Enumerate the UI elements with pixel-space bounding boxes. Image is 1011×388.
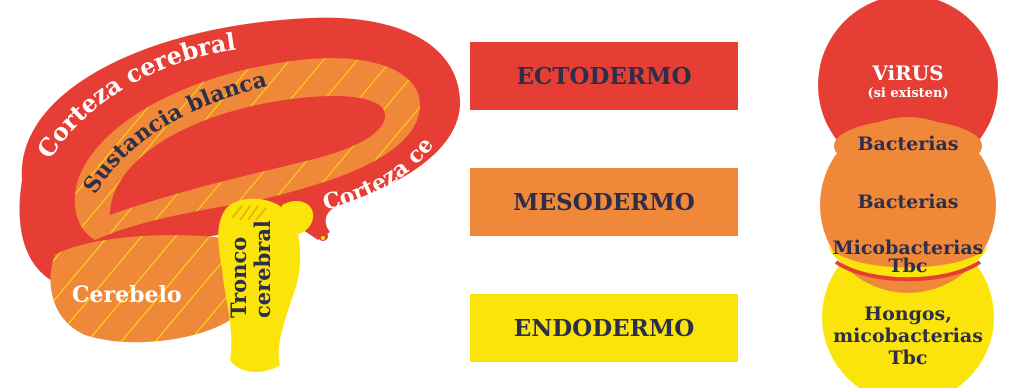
virus-note: (si existen) [867,86,948,101]
hongos-label-line3: Tbc [889,347,928,369]
bacterias-label: Bacterias [857,191,958,213]
micobacterias-label-line2: Tbc [889,255,928,277]
hongos-label-line1: Hongos, [864,303,952,325]
hongos-label-line2: micobacterias [833,325,983,347]
virus-label: ViRUS [871,61,943,85]
bacterias-overlap-label: Bacterias [857,133,958,155]
